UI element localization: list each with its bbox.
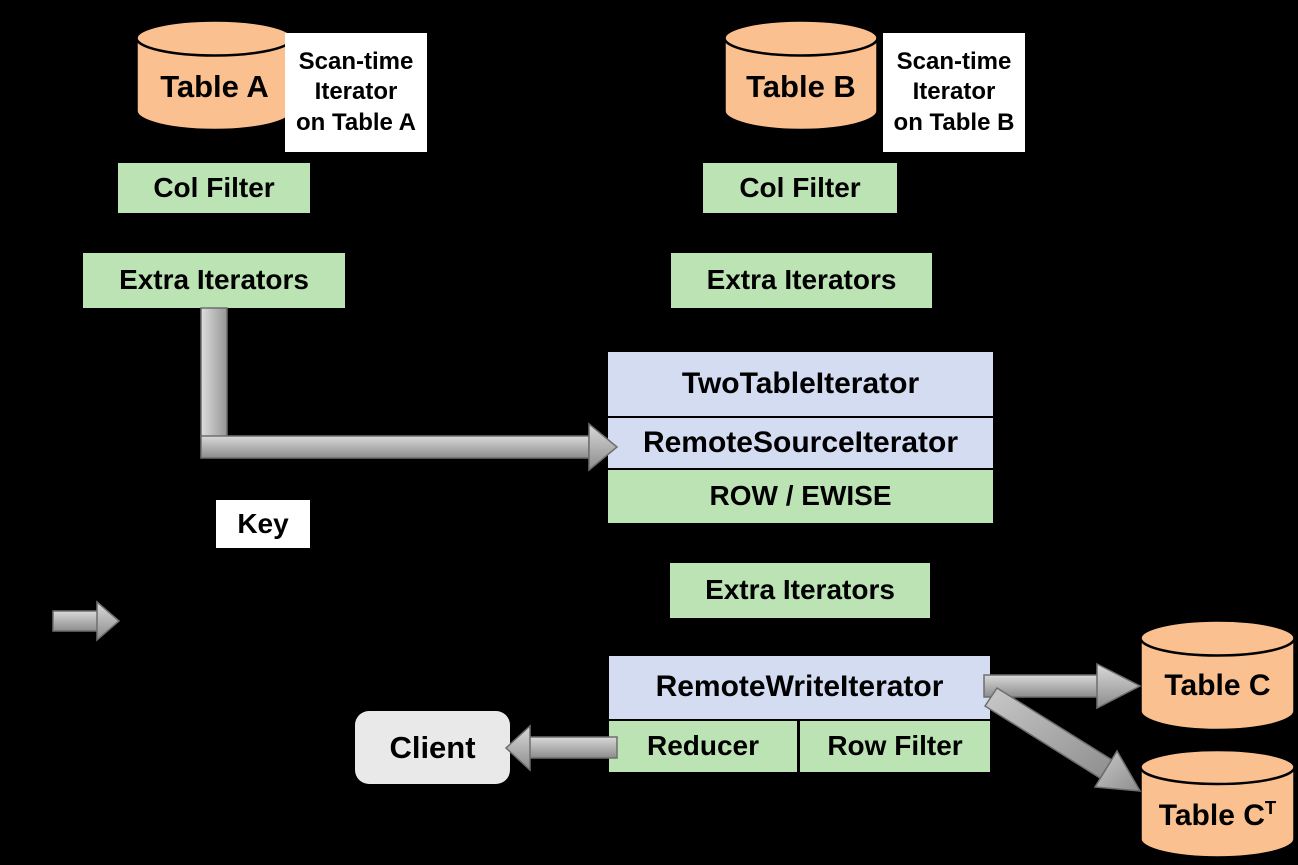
table-a-label: Table A xyxy=(160,68,269,104)
two-table-iterator-box: TwoTableIterator xyxy=(608,352,993,416)
remote-source-iterator-box: RemoteSourceIterator xyxy=(608,418,993,468)
arrow-remote-write-to-table-c xyxy=(983,662,1142,710)
table-c-label: Table C xyxy=(1164,668,1271,702)
col-filter-b-box: Col Filter xyxy=(703,163,897,213)
scan-time-iterator-b-label: Scan-time Iterator on Table B xyxy=(883,33,1025,152)
table-b-cylinder: Table B xyxy=(722,18,880,133)
table-a-cylinder: Table A xyxy=(134,18,295,133)
arrow-remote-write-to-table-ct xyxy=(983,686,1142,792)
row-ewise-box: ROW / EWISE xyxy=(608,470,993,523)
arrow-reducer-to-client xyxy=(504,724,618,772)
row-filter-box: Row Filter xyxy=(800,721,990,772)
scan-time-iterator-a-label: Scan-time Iterator on Table A xyxy=(285,33,427,152)
database-cylinder-icon xyxy=(1139,748,1296,859)
arrow-extra-iterators-a-to-remote-source xyxy=(200,307,619,472)
database-cylinder-icon xyxy=(135,19,294,132)
table-b-label: Table B xyxy=(746,68,856,104)
col-filter-a-box: Col Filter xyxy=(118,163,310,213)
client-box: Client xyxy=(355,711,510,784)
database-cylinder-icon xyxy=(723,19,879,132)
remote-write-iterator-box: RemoteWriteIterator xyxy=(609,656,990,719)
table-ct-label: Table CT xyxy=(1158,797,1277,833)
table-ct-cylinder: Table CT xyxy=(1138,748,1297,860)
database-cylinder-icon xyxy=(1139,619,1296,732)
key-label-box: Key xyxy=(216,500,310,548)
extra-iterators-a-box: Extra Iterators xyxy=(83,253,345,308)
table-c-cylinder: Table C xyxy=(1138,618,1297,733)
extra-iterators-b-box: Extra Iterators xyxy=(671,253,932,308)
reducer-box: Reducer xyxy=(609,721,797,772)
extra-iterators-output-box: Extra Iterators xyxy=(670,563,930,618)
transpose-superscript: T xyxy=(1264,797,1277,819)
legend-arrow-icon xyxy=(52,600,121,642)
